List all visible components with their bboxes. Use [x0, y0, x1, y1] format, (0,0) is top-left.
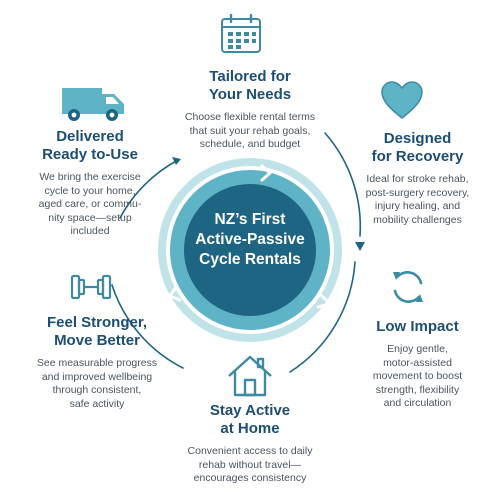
feature-stay-active-desc-line-3: encourages consistency: [193, 472, 307, 484]
feature-feel-stronger-title-line-2: Move Better: [54, 332, 140, 349]
feature-designed-title: Designed for Recovery: [345, 130, 490, 166]
feature-delivered-desc-line-3: aged care, or commu-: [38, 198, 142, 210]
orbit-arc-bottom-right: [289, 261, 356, 373]
orbit-arrowhead-right: [355, 242, 365, 251]
feature-designed-title-line-2: for Recovery: [371, 148, 464, 165]
feature-tailored-desc: Choose flexible rental terms that suit y…: [170, 111, 330, 152]
feature-delivered-desc: We bring the exercise cycle to your home…: [20, 171, 160, 239]
feature-tailored-desc-line-1: Choose flexible rental terms: [184, 111, 316, 123]
feature-designed: Designed for Recovery Ideal for stroke r…: [345, 130, 490, 227]
feature-feel-stronger-title-line-1: Feel Stronger,: [46, 314, 148, 331]
feature-designed-desc: Ideal for stroke rehab, post-surgery rec…: [345, 173, 490, 227]
feature-feel-stronger-desc-line-3: through consistent,: [52, 384, 142, 396]
feature-tailored-title-line-2: Your Needs: [208, 86, 292, 103]
feature-tailored-title: Tailored for Your Needs: [170, 68, 330, 104]
orbit-arrowhead-left: [172, 157, 181, 165]
feature-feel-stronger-desc-line-2: and improved wellbeing: [41, 370, 153, 383]
feature-designed-title-line-1: Designed: [383, 130, 452, 147]
feature-tailored-title-line-1: Tailored for: [209, 68, 291, 85]
feature-delivered-desc-line-5: included: [70, 225, 110, 237]
feature-low-impact-title-line-1: Low Impact: [376, 318, 459, 335]
calendar-icon: [221, 14, 261, 53]
feature-stay-active-title-line-2: at Home: [220, 420, 280, 437]
ring-chevron-top: [260, 164, 272, 182]
feature-stay-active: Stay Active at Home Convenient access to…: [160, 402, 340, 486]
feature-delivered-desc-line-2: cycle to your home,: [44, 184, 136, 197]
feature-stay-active-title-line-1: Stay Active: [209, 402, 291, 419]
feature-feel-stronger-title: Feel Stronger, Move Better: [22, 314, 172, 350]
feature-delivered-title-line-2: Ready to-Use: [42, 146, 138, 163]
orbit-arc-bottom-left: [111, 284, 184, 369]
heart-icon: [381, 81, 423, 119]
feature-designed-desc-line-4: mobility challenges: [373, 213, 462, 226]
feature-low-impact-desc-line-2: motor-assisted: [383, 356, 452, 369]
feature-delivered-desc-line-1: We bring the exercise: [39, 171, 141, 183]
house-icon: [228, 355, 272, 397]
feature-tailored: Tailored for Your Needs Choose flexible …: [170, 68, 330, 152]
feature-stay-active-desc: Convenient access to daily rehab without…: [160, 445, 340, 486]
feature-feel-stronger-desc-line-1: See measurable progress: [36, 357, 158, 369]
feature-designed-desc-line-1: Ideal for stroke rehab,: [366, 173, 469, 185]
feature-stay-active-desc-line-2: rehab without travel—: [198, 458, 302, 471]
feature-delivered-title-line-1: Delivered: [56, 128, 124, 145]
feature-stay-active-desc-line-1: Convenient access to daily: [187, 445, 313, 457]
feature-low-impact-title: Low Impact: [345, 318, 490, 336]
feature-stay-active-title: Stay Active at Home: [160, 402, 340, 438]
feature-tailored-desc-line-3: schedule, and budget: [199, 138, 301, 150]
feature-low-impact-desc-line-5: and circulation: [383, 397, 452, 409]
feature-delivered: Delivered Ready to-Use We bring the exer…: [20, 128, 160, 239]
feature-low-impact-desc-line-4: strength, flexibility: [375, 383, 460, 396]
center-title: NZ’s First Active-Passive Cycle Rentals: [185, 210, 315, 270]
orbit-arc-top-left: [119, 159, 179, 219]
center-disc: [184, 184, 316, 316]
feature-low-impact-desc-line-1: Enjoy gentle,: [387, 343, 448, 355]
feature-feel-stronger-desc-line-4: safe activity: [69, 397, 125, 410]
ring-chevron-right: [316, 294, 332, 309]
feature-tailored-desc-line-2: that suit your rehab goals,: [189, 124, 311, 137]
center-title-line-3: Cycle Rentals: [199, 251, 301, 268]
feature-delivered-desc-line-4: nity space—setup: [48, 211, 132, 224]
ring-chevron-left: [168, 285, 182, 302]
feature-low-impact-desc-line-3: movement to boost: [372, 370, 463, 382]
feature-designed-desc-line-2: post-surgery recovery,: [365, 186, 470, 199]
dumbbell-icon: [70, 274, 112, 300]
feature-feel-stronger: Feel Stronger, Move Better See measurabl…: [22, 314, 172, 411]
center-title-line-1: NZ’s First: [214, 211, 286, 228]
delivery-van-icon: [62, 88, 124, 121]
center-title-line-2: Active-Passive: [195, 231, 305, 248]
feature-feel-stronger-desc: See measurable progress and improved wel…: [22, 357, 172, 411]
feature-delivered-title: Delivered Ready to-Use: [20, 128, 160, 164]
feature-low-impact: Low Impact Enjoy gentle, motor-assisted …: [345, 318, 490, 411]
refresh-cycle-icon: [393, 271, 423, 303]
orbit-arc-top-right: [324, 132, 362, 237]
feature-low-impact-desc: Enjoy gentle, motor-assisted movement to…: [345, 343, 490, 411]
feature-designed-desc-line-3: injury healing, and: [374, 200, 461, 212]
